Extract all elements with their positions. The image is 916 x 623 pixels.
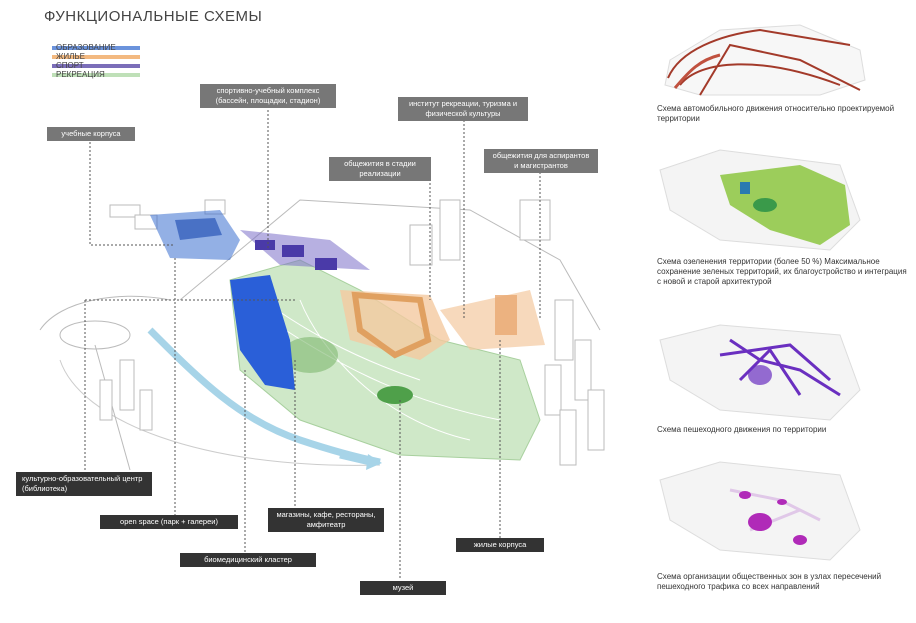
amphitheatre — [282, 337, 338, 373]
housing-zone-east — [440, 290, 545, 350]
legend-item-education: ОБРАЗОВАНИЕ — [52, 43, 140, 52]
institute-building — [495, 295, 517, 335]
legend-swatch-housing — [52, 55, 140, 59]
page-title: ФУНКЦИОНАЛЬНЫЕ СХЕМЫ — [44, 8, 263, 25]
housing-block — [351, 291, 432, 359]
leader-lines — [84, 106, 541, 580]
education-building — [175, 218, 222, 240]
legend-label-housing: ЖИЛЬЕ — [56, 52, 85, 61]
sport-building-3 — [315, 258, 337, 270]
caption-public-scheme: Схема организации общественных зон в узл… — [657, 572, 882, 591]
legend: ОБРАЗОВАНИЕ ЖИЛЬЕ СПОРТ РЕКРЕАЦИЯ — [52, 43, 140, 79]
river-arrowhead — [366, 454, 382, 470]
label-living: жилые корпуса — [456, 538, 544, 552]
label-culture-center: культурно-образовательный центр (библиот… — [16, 472, 152, 496]
label-open-space: open space (парк + галереи) — [100, 515, 238, 529]
caption-ped-scheme: Схема пешеходного движения по территории — [657, 425, 827, 434]
legend-swatch-sport — [52, 64, 140, 68]
label-dorms-stage: общежития в стадии реализации — [329, 157, 431, 181]
river-arrow — [339, 451, 371, 466]
biomedical-cluster — [230, 275, 295, 390]
recreation-zone — [229, 259, 541, 461]
caption-green-scheme: Схема озеленения территории (более 50 %)… — [657, 257, 907, 286]
legend-item-sport: СПОРТ — [52, 61, 140, 70]
label-biomedical: биомедицинский кластер — [180, 553, 316, 567]
legend-swatch-education — [52, 46, 140, 50]
label-institute: институт рекреации, туризма и физической… — [398, 97, 528, 121]
label-sport-complex: спортивно-учебный комплекс (бассейн, пло… — [200, 84, 336, 108]
label-shops: магазины, кафе, рестораны, амфитеатр — [268, 508, 384, 532]
legend-label-sport: СПОРТ — [56, 61, 84, 70]
legend-swatch-recreation — [52, 73, 140, 77]
legend-item-housing: ЖИЛЬЕ — [52, 52, 140, 61]
label-dorms-grad: общежития для аспирантов и магистрантов — [484, 149, 598, 173]
legend-label-education: ОБРАЗОВАНИЕ — [56, 43, 116, 52]
label-education-buildings: учебные корпуса — [47, 127, 135, 141]
legend-item-recreation: РЕКРЕАЦИЯ — [52, 70, 140, 79]
sport-building-1 — [255, 240, 275, 250]
legend-label-recreation: РЕКРЕАЦИЯ — [56, 70, 105, 79]
label-museum: музей — [360, 581, 446, 595]
map-context — [39, 199, 605, 471]
sport-building-2 — [282, 245, 304, 257]
caption-car-scheme: Схема автомобильного движения относитель… — [657, 104, 895, 123]
museum-building — [377, 386, 413, 404]
